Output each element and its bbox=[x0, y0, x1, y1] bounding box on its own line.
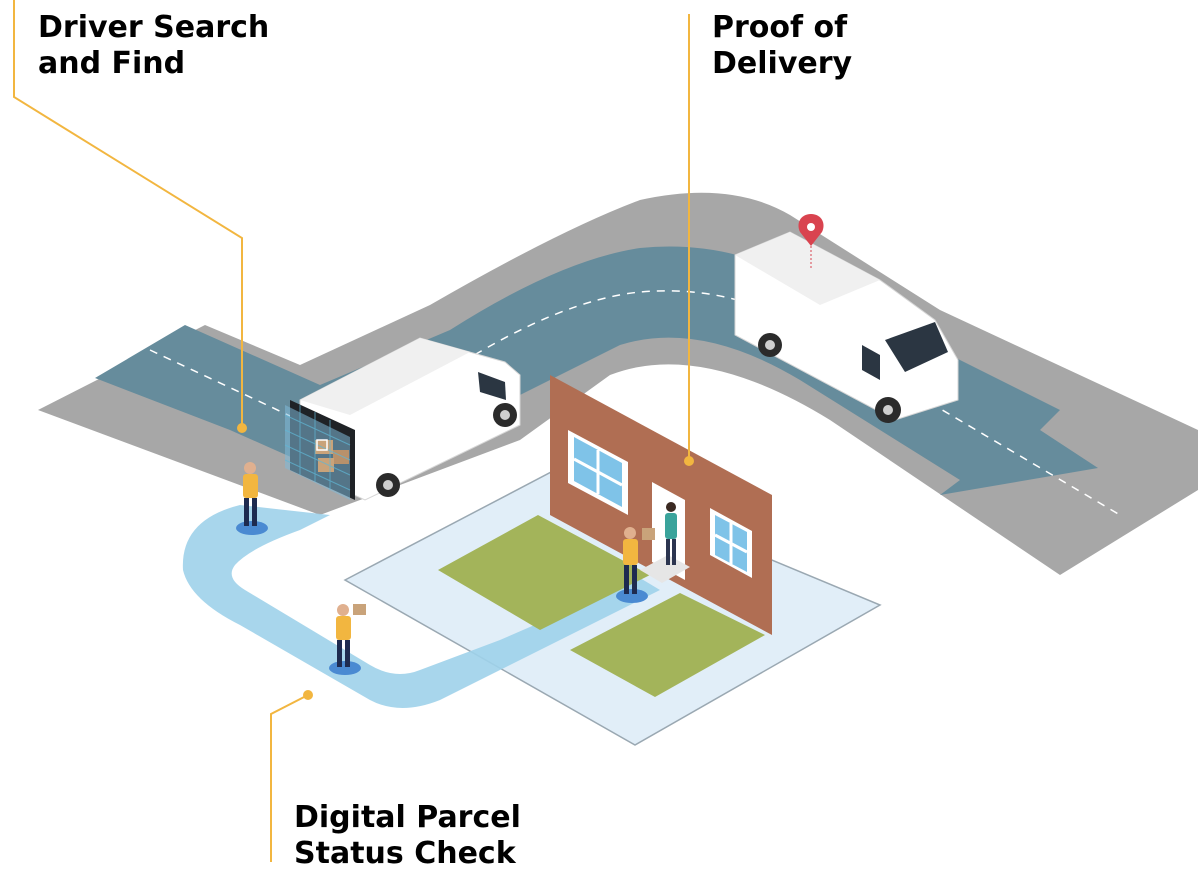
scan-target bbox=[316, 439, 328, 451]
courier-at-door bbox=[616, 527, 655, 603]
resident-figure bbox=[665, 502, 677, 565]
label-line: Delivery bbox=[712, 46, 853, 81]
label-driver-search-and-find: Driver Search and Find bbox=[38, 10, 298, 82]
van-left bbox=[285, 337, 521, 501]
label-line: and Find bbox=[38, 46, 186, 81]
van-right bbox=[734, 231, 959, 423]
callout-driver-search bbox=[13, 0, 247, 433]
courier-at-van bbox=[236, 462, 268, 535]
window-left bbox=[568, 430, 628, 515]
location-pin-icon bbox=[798, 214, 824, 268]
label-line: Proof of bbox=[712, 10, 848, 45]
lawn-right bbox=[570, 593, 765, 697]
door-step bbox=[640, 555, 690, 583]
walking-path bbox=[182, 505, 660, 708]
label-digital-parcel-status-check: Digital Parcel Status Check bbox=[294, 800, 554, 872]
lawn-left bbox=[438, 515, 650, 630]
label-line: Driver Search bbox=[38, 10, 270, 45]
courier-on-path bbox=[329, 604, 366, 675]
callout-digital-parcel bbox=[270, 690, 313, 862]
label-proof-of-delivery: Proof of Delivery bbox=[712, 10, 912, 82]
callout-proof-of-delivery bbox=[684, 14, 694, 466]
label-line: Status Check bbox=[294, 836, 516, 871]
window-right bbox=[710, 508, 752, 578]
label-line: Digital Parcel bbox=[294, 800, 521, 835]
